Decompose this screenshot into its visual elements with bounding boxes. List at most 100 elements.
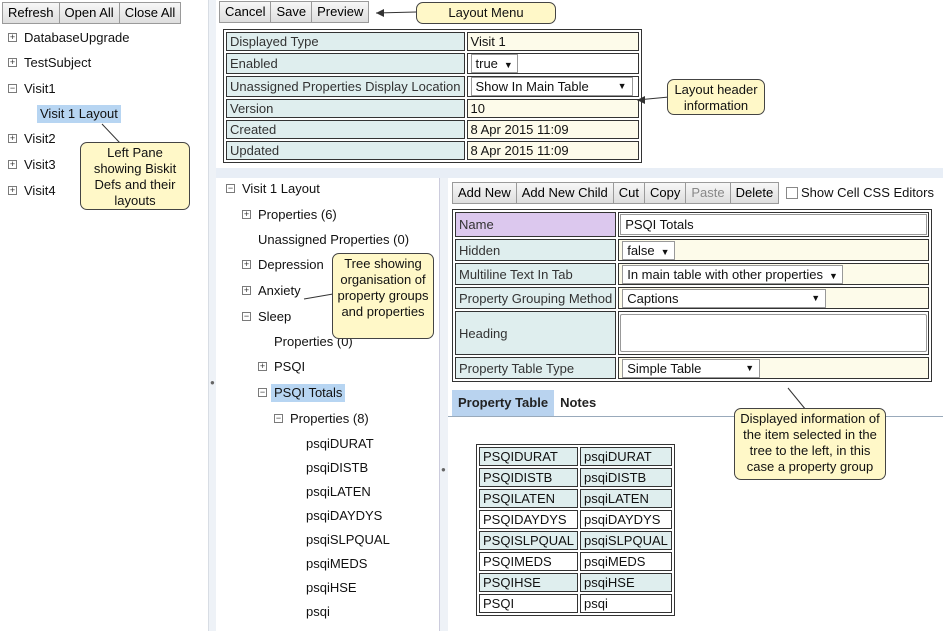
tree-node-sleep[interactable]: Sleep [258,309,292,324]
tree-node-visit1[interactable]: Visit1 [24,81,56,96]
tree-leaf-property[interactable]: psqiDISTB [306,460,369,475]
copy-button[interactable]: Copy [644,182,687,204]
table-cell: psqiDURAT [580,447,672,466]
tree-node-visit2[interactable]: Visit2 [24,131,56,146]
tree-node-visit1-layout[interactable]: Visit 1 Layout [37,105,121,123]
expand-icon[interactable]: + [8,185,17,195]
callout-tree: Tree showing organisation of property gr… [332,253,434,339]
heading-textarea[interactable] [620,314,927,352]
dropdown-arrow-icon: ▼ [617,81,627,91]
collapse-icon[interactable]: − [226,183,235,193]
table-cell: PSQILATEN [479,489,579,508]
cancel-button[interactable]: Cancel [219,1,272,23]
enabled-cell: true▼ [466,53,639,74]
name-cell: PSQI Totals [618,212,929,237]
tab-notes[interactable]: Notes [560,395,597,410]
tab-property-table[interactable]: Property Table [452,390,555,416]
preview-button[interactable]: Preview [312,1,370,23]
table-cell: PSQI [479,594,579,613]
splitter-grip-icon: ● [441,465,446,474]
expand-icon[interactable]: + [242,259,251,269]
tree-node-anxiety[interactable]: Anxiety [258,283,301,298]
header-value: Visit 1 [466,32,639,51]
expand-icon[interactable]: + [242,209,251,219]
save-button[interactable]: Save [271,1,313,23]
tree-leaf-property[interactable]: psqi [306,604,330,619]
table-cell: psqiMEDS [580,552,672,571]
cut-button[interactable]: Cut [613,182,645,204]
collapse-icon[interactable]: − [8,83,17,93]
grouping-cell: Captions▼ [618,287,929,309]
table-cell: PSQIDISTB [479,468,579,487]
table-cell: PSQIHSE [479,573,579,592]
tree-splitter[interactable]: ● [440,178,448,631]
collapse-icon[interactable]: − [274,413,283,423]
display-location-select[interactable]: Show In Main Table▼ [470,77,633,96]
open-all-button[interactable]: Open All [59,2,120,24]
tree-node-databaseupgrade[interactable]: DatabaseUpgrade [24,30,130,45]
show-css-editors[interactable]: Show Cell CSS Editors [786,185,934,200]
tree-leaf-property[interactable]: psqiMEDS [306,556,368,571]
tree-leaf-property[interactable]: psqiSLPQUAL [306,532,390,547]
table-cell: psqiDISTB [580,468,672,487]
tree-node-testsubject[interactable]: TestSubject [24,55,92,70]
tree-leaf-property[interactable]: psqiLATEN [306,484,371,499]
collapse-icon[interactable]: − [242,311,251,321]
refresh-button[interactable]: Refresh [2,2,60,24]
tree-node-visit3[interactable]: Visit3 [24,157,56,172]
delete-button[interactable]: Delete [730,182,780,204]
expand-icon[interactable]: + [242,285,251,295]
show-css-checkbox[interactable] [786,187,798,199]
expand-icon[interactable]: + [8,57,17,67]
expand-icon[interactable]: + [258,361,267,371]
left-splitter[interactable]: ● [208,0,216,631]
expand-icon[interactable]: + [8,133,17,143]
tree-leaf-property[interactable]: psqiDURAT [306,436,374,451]
table-cell: psqi [580,594,672,613]
callout-displayed-info: Displayed information of the item select… [734,408,886,480]
add-new-button[interactable]: Add New [452,182,517,204]
tree-node-psqi[interactable]: PSQI [274,359,306,374]
tree-node-sleep-properties[interactable]: Properties (0) [274,334,353,349]
horizontal-divider[interactable] [216,168,943,178]
close-all-button[interactable]: Close All [119,2,182,24]
header-label: Created [226,120,465,139]
layout-menu: Cancel Save Preview [219,1,370,23]
expand-icon[interactable]: + [8,159,17,169]
tree-node-psqi-totals-properties[interactable]: Properties (8) [290,411,369,426]
multiline-select[interactable]: In main table with other properties▼ [622,264,843,284]
tree-node-visit4[interactable]: Visit4 [24,183,56,198]
table-cell: psqiDAYDYS [580,510,672,529]
enabled-select[interactable]: true▼ [470,54,518,73]
paste-button[interactable]: Paste [686,182,731,204]
callout-layout-menu: Layout Menu [416,2,556,24]
tree-leaf-property[interactable]: psqiHSE [306,580,357,595]
table-type-label: Property Table Type [455,357,617,379]
tree-node-visit1-layout[interactable]: Visit 1 Layout [242,181,320,196]
header-value: 8 Apr 2015 11:09 [466,120,639,139]
multiline-cell: In main table with other properties▼ [618,263,929,285]
grouping-select[interactable]: Captions▼ [622,288,827,308]
dropdown-arrow-icon: ▼ [829,270,838,281]
hidden-select[interactable]: false▼ [622,240,675,260]
display-location-cell: Show In Main Table▼ [466,76,639,97]
tree-node-unassigned[interactable]: Unassigned Properties (0) [258,232,410,247]
splitter-grip-icon: ● [210,378,215,387]
tree-node-psqi-totals[interactable]: PSQI Totals [271,384,346,402]
heading-cell [618,311,929,355]
add-new-child-button[interactable]: Add New Child [516,182,614,204]
table-cell: PSQIDAYDYS [479,510,579,529]
tree-node-depression[interactable]: Depression [258,257,324,272]
tree-leaf-property[interactable]: psqiDAYDYS [306,508,383,523]
tree-node-properties[interactable]: Properties (6) [258,207,337,222]
header-label: Enabled [226,53,465,74]
show-css-label: Show Cell CSS Editors [801,185,934,200]
name-input[interactable]: PSQI Totals [620,214,927,235]
expand-icon[interactable]: + [8,32,17,42]
table-type-select[interactable]: Simple Table▼ [622,358,761,378]
collapse-icon[interactable]: − [258,387,267,397]
